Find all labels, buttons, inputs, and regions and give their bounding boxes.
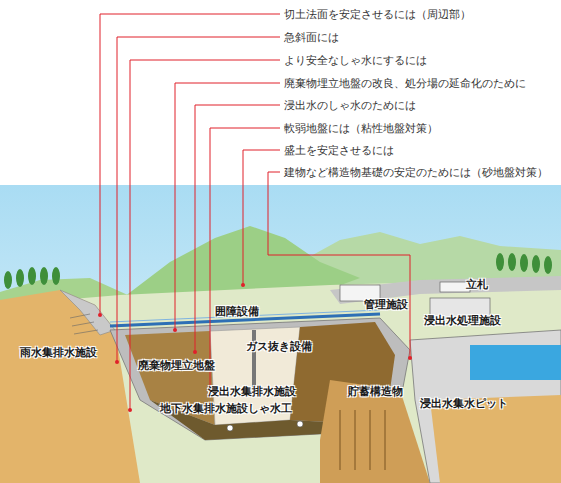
- rainwater-channel: [60, 290, 115, 335]
- part-label: 浸出水集排水施設: [208, 385, 296, 398]
- sky: [0, 185, 561, 483]
- part-label: 浸出水処理施設: [424, 314, 501, 327]
- gas-vent: [252, 330, 256, 390]
- leader-dots: [98, 283, 412, 412]
- part-label: 浸出水集水ピット: [420, 397, 508, 410]
- part-label: 廃棄物埋立地盤: [138, 359, 215, 372]
- leachate-pit: [410, 330, 561, 483]
- callout-text: 軟弱地盤には（粘性地盤対策）: [284, 122, 438, 135]
- callout-text: 盛土を安定させるには: [284, 144, 394, 157]
- foundation-piles: [340, 410, 385, 470]
- storage-foundation-soil: [320, 380, 430, 483]
- part-label: 地下水集排水施設: [160, 402, 248, 415]
- leader-lines: [100, 14, 410, 410]
- callout-text: 急斜面には: [284, 31, 339, 44]
- callout-text: 建物など構造物基礎の安定のためには（砂地盤対策）: [284, 166, 548, 179]
- callout-text: 廃棄物埋立地盤の改良、処分場の延命化のために: [284, 77, 526, 90]
- ground-surface: [0, 278, 561, 483]
- part-label: 雨水集排水施設: [20, 346, 97, 359]
- anchor-pins: [70, 314, 98, 334]
- part-label: 立札: [466, 278, 488, 291]
- part-label: 囲障設備: [215, 305, 259, 318]
- callout-text: 切土法面を安定させるには（周辺部）: [284, 8, 471, 21]
- treatment-pond: [470, 345, 561, 380]
- signboard: [440, 282, 470, 292]
- callout-text: より安全なしゃ水にするには: [284, 54, 427, 67]
- callout-text: 浸出水のしゃ水のためには: [284, 99, 416, 112]
- cut-slope-soil: [0, 290, 140, 483]
- part-label: 貯蓄構造物: [348, 385, 403, 398]
- part-label: ガス抜き設備: [246, 340, 312, 353]
- part-label: 管理施設: [364, 298, 408, 311]
- part-label: しゃ水工: [248, 402, 292, 415]
